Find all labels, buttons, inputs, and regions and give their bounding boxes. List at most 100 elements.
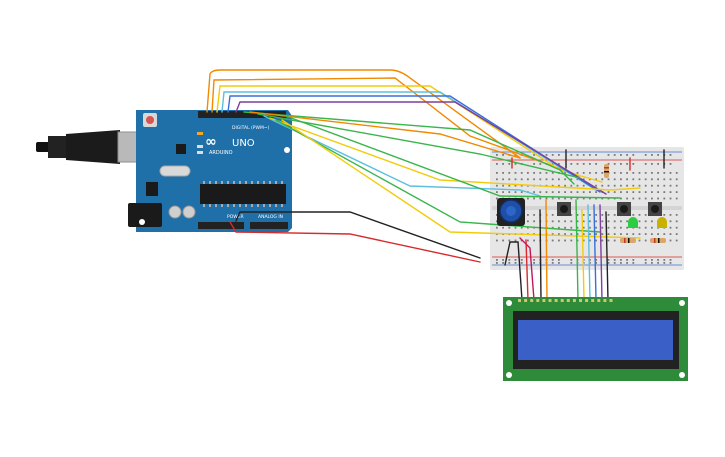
breadboard-hole[interactable] xyxy=(669,259,672,261)
breadboard-hole[interactable] xyxy=(582,214,585,216)
breadboard-hole[interactable] xyxy=(539,172,542,174)
breadboard-hole[interactable] xyxy=(607,220,610,223)
breadboard-hole[interactable] xyxy=(520,172,523,174)
breadboard-hole[interactable] xyxy=(508,191,511,193)
breadboard-hole[interactable] xyxy=(502,184,504,187)
breadboard-hole[interactable] xyxy=(626,259,628,261)
breadboard-hole[interactable] xyxy=(576,163,579,165)
breadboard-hole[interactable] xyxy=(613,178,616,181)
breadboard-hole[interactable] xyxy=(576,233,579,235)
breadboard-hole[interactable] xyxy=(564,172,566,174)
breadboard-hole[interactable] xyxy=(601,233,604,235)
breadboard-hole[interactable] xyxy=(502,154,504,156)
lcd-pin[interactable] xyxy=(579,299,582,302)
breadboard-hole[interactable] xyxy=(582,220,585,223)
breadboard-hole[interactable] xyxy=(558,226,560,229)
breadboard-hole[interactable] xyxy=(508,262,511,264)
wire-black[interactable] xyxy=(504,241,523,301)
breadboard-hole[interactable] xyxy=(669,178,672,181)
breadboard-hole[interactable] xyxy=(601,226,604,229)
arduino-uno-board[interactable]: ∞ UNO ARDUINO DIGITAL (PWM~) POWER ANALO… xyxy=(128,110,292,232)
breadboard-hole[interactable] xyxy=(675,184,678,187)
breadboard-hole[interactable] xyxy=(663,172,666,174)
breadboard-hole[interactable] xyxy=(558,178,560,181)
breadboard-hole[interactable] xyxy=(657,172,659,174)
breadboard-hole[interactable] xyxy=(520,191,523,193)
breadboard-hole[interactable] xyxy=(644,184,647,187)
breadboard-hole[interactable] xyxy=(595,239,597,242)
breadboard-hole[interactable] xyxy=(520,262,523,264)
breadboard-hole[interactable] xyxy=(533,262,535,264)
breadboard-hole[interactable] xyxy=(601,172,604,174)
breadboard-hole[interactable] xyxy=(669,239,672,242)
breadboard-hole[interactable] xyxy=(620,262,622,264)
breadboard-hole[interactable] xyxy=(533,191,535,193)
breadboard-hole[interactable] xyxy=(644,220,647,223)
breadboard-hole[interactable] xyxy=(651,172,653,174)
breadboard-hole[interactable] xyxy=(551,220,554,223)
pushbutton[interactable] xyxy=(617,202,631,216)
breadboard-hole[interactable] xyxy=(496,154,498,156)
breadboard-hole[interactable] xyxy=(570,154,573,156)
breadboard-hole[interactable] xyxy=(589,233,591,235)
breadboard-hole[interactable] xyxy=(533,172,535,174)
breadboard-hole[interactable] xyxy=(539,197,542,200)
breadboard-hole[interactable] xyxy=(644,191,647,193)
breadboard-hole[interactable] xyxy=(644,233,647,235)
breadboard-hole[interactable] xyxy=(533,178,535,181)
breadboard-hole[interactable] xyxy=(657,191,659,193)
breadboard-hole[interactable] xyxy=(533,154,535,156)
breadboard-hole[interactable] xyxy=(570,197,573,200)
breadboard-hole[interactable] xyxy=(638,184,641,187)
breadboard-hole[interactable] xyxy=(527,214,529,216)
breadboard-hole[interactable] xyxy=(570,178,573,181)
breadboard-hole[interactable] xyxy=(651,178,653,181)
breadboard-hole[interactable] xyxy=(663,197,666,200)
breadboard-hole[interactable] xyxy=(669,191,672,193)
breadboard-hole[interactable] xyxy=(644,197,647,200)
breadboard-hole[interactable] xyxy=(564,220,566,223)
lcd-pin[interactable] xyxy=(585,299,589,302)
breadboard-hole[interactable] xyxy=(675,214,678,216)
breadboard-hole[interactable] xyxy=(576,220,579,223)
breadboard-hole[interactable] xyxy=(644,163,647,165)
breadboard-hole[interactable] xyxy=(595,191,597,193)
lcd-pin[interactable] xyxy=(530,299,534,302)
breadboard-hole[interactable] xyxy=(626,163,628,165)
breadboard-hole[interactable] xyxy=(570,220,573,223)
breadboard-hole[interactable] xyxy=(620,197,622,200)
breadboard-hole[interactable] xyxy=(657,233,659,235)
wire-black[interactable] xyxy=(539,209,542,301)
breadboard-hole[interactable] xyxy=(558,197,560,200)
breadboard-hole[interactable] xyxy=(589,214,591,216)
breadboard-hole[interactable] xyxy=(564,197,566,200)
breadboard-hole[interactable] xyxy=(613,239,616,242)
breadboard-hole[interactable] xyxy=(589,191,591,193)
breadboard-hole[interactable] xyxy=(601,214,604,216)
breadboard-hole[interactable] xyxy=(651,233,653,235)
breadboard-hole[interactable] xyxy=(669,233,672,235)
potentiometer[interactable] xyxy=(497,198,525,226)
breadboard-hole[interactable] xyxy=(613,226,616,229)
breadboard-hole[interactable] xyxy=(514,239,517,242)
breadboard-hole[interactable] xyxy=(632,259,635,261)
wire-orange[interactable] xyxy=(206,69,521,159)
breadboard-hole[interactable] xyxy=(551,239,554,242)
breadboard-hole[interactable] xyxy=(551,233,554,235)
breadboard-hole[interactable] xyxy=(607,259,610,261)
breadboard-hole[interactable] xyxy=(496,214,498,216)
breadboard-hole[interactable] xyxy=(576,184,579,187)
breadboard-hole[interactable] xyxy=(582,191,585,193)
breadboard-hole[interactable] xyxy=(514,259,517,261)
breadboard-hole[interactable] xyxy=(657,184,659,187)
breadboard-hole[interactable] xyxy=(601,197,604,200)
pushbutton[interactable] xyxy=(648,202,662,216)
breadboard-hole[interactable] xyxy=(502,262,504,264)
breadboard-hole[interactable] xyxy=(632,184,635,187)
breadboard-hole[interactable] xyxy=(520,178,523,181)
breadboard-hole[interactable] xyxy=(514,163,517,165)
breadboard-hole[interactable] xyxy=(502,178,504,181)
breadboard-hole[interactable] xyxy=(669,214,672,216)
lcd-pin[interactable] xyxy=(560,299,564,302)
led-green[interactable] xyxy=(628,217,638,228)
